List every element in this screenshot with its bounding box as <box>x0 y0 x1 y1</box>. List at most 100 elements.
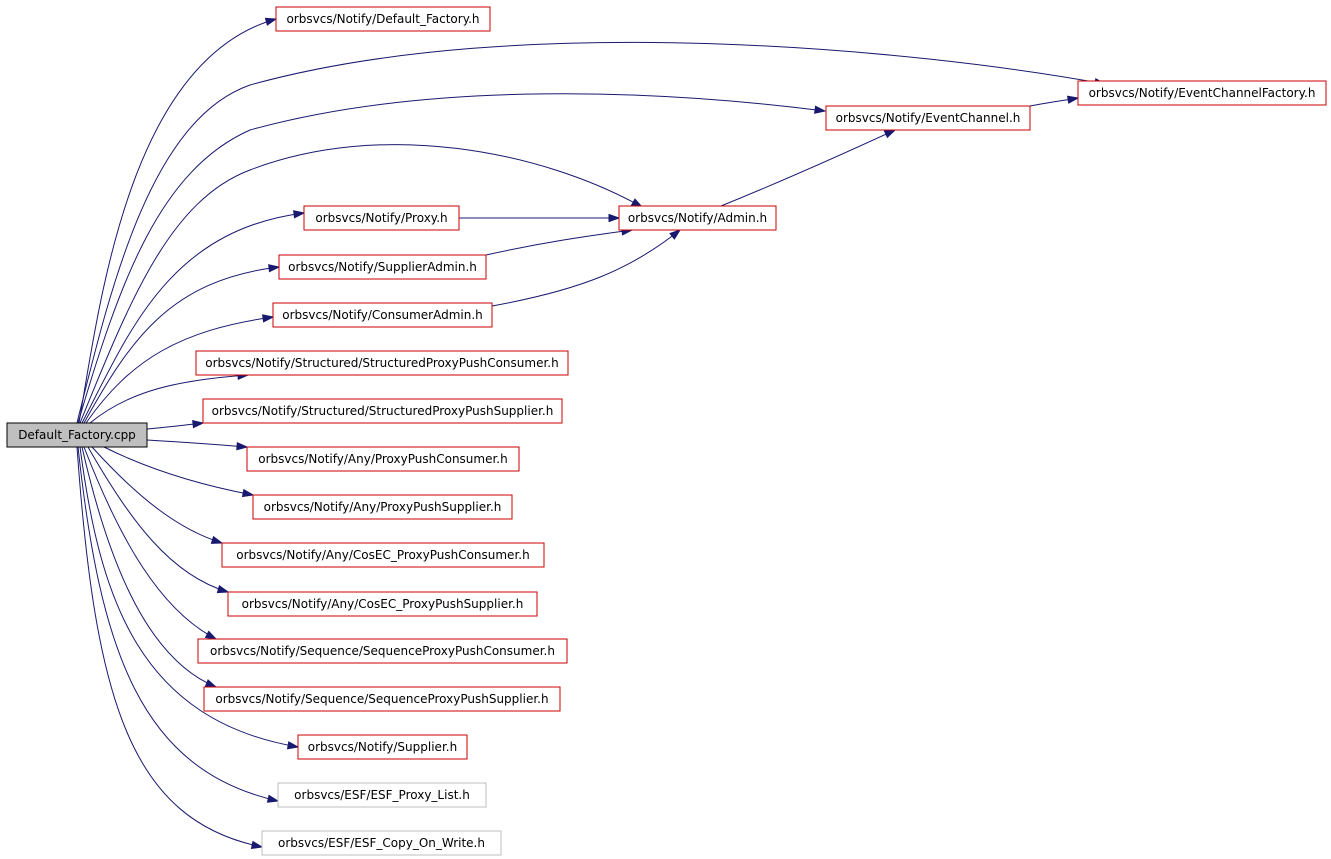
edge-root-to-sequence-consumer-h <box>83 446 218 640</box>
node-box <box>618 205 777 231</box>
edge-root-to-any-consumer-h <box>146 439 249 451</box>
node-label: orbsvcs/Notify/Admin.h <box>628 211 767 225</box>
node-sequence-consumer-h[interactable]: orbsvcs/Notify/Sequence/SequenceProxyPus… <box>197 638 568 664</box>
arrowhead-icon <box>608 213 621 223</box>
node-eventchannel-h[interactable]: orbsvcs/Notify/EventChannel.h <box>825 105 1031 131</box>
node-box <box>275 6 491 32</box>
node-box <box>202 398 563 424</box>
edge-line <box>79 144 643 424</box>
edge-line <box>491 229 681 307</box>
edge-root-to-supplieradmin-h <box>83 264 281 424</box>
edge-root-to-supplier-h <box>79 446 300 750</box>
arrowhead-icon <box>262 314 275 323</box>
node-any-consumer-h[interactable]: orbsvcs/Notify/Any/ProxyPushConsumer.h <box>246 446 520 472</box>
arrowhead-icon <box>669 229 682 240</box>
node-label: orbsvcs/Notify/Structured/StructuredProx… <box>212 404 554 418</box>
node-esf-proxy-list-h[interactable]: orbsvcs/ESF/ESF_Proxy_List.h <box>277 782 487 808</box>
node-box <box>227 591 538 617</box>
arrowhead-icon <box>883 129 897 139</box>
node-eventchannelfactory-h[interactable]: orbsvcs/Notify/EventChannelFactory.h <box>1077 80 1327 106</box>
edge-line <box>89 374 249 424</box>
edge-line <box>485 229 633 256</box>
node-label: orbsvcs/Notify/Default_Factory.h <box>286 12 479 26</box>
edge-root-to-cosec-supplier-h <box>87 446 230 594</box>
edge-eventchannel-h-to-eventchannelfactory-h <box>1029 95 1080 107</box>
node-box <box>278 254 487 280</box>
node-label: orbsvcs/ESF/ESF_Copy_On_Write.h <box>278 836 485 850</box>
arrowhead-icon <box>250 840 264 850</box>
arrowhead-icon <box>268 264 281 273</box>
edge-line <box>81 212 305 424</box>
edge-line <box>78 18 277 424</box>
node-box <box>197 638 568 664</box>
node-box <box>246 446 520 472</box>
edge-root-to-default-factory-h <box>78 17 278 424</box>
node-cosec-supplier-h[interactable]: orbsvcs/Notify/Any/CosEC_ProxyPushSuppli… <box>227 591 538 617</box>
node-structured-supplier-h[interactable]: orbsvcs/Notify/Structured/StructuredProx… <box>202 398 563 424</box>
arrowhead-icon <box>814 105 827 114</box>
node-esf-copy-on-write-h[interactable]: orbsvcs/ESF/ESF_Copy_On_Write.h <box>261 830 502 856</box>
node-label: orbsvcs/ESF/ESF_Proxy_List.h <box>294 788 470 802</box>
nodes-layer: Default_Factory.cpp orbsvcs/Notify/Defaul… <box>6 6 1327 856</box>
arrowhead-icon <box>192 419 205 429</box>
node-label: orbsvcs/Notify/Sequence/SequenceProxyPus… <box>215 692 548 706</box>
node-structured-consumer-h[interactable]: orbsvcs/Notify/Structured/StructuredProx… <box>195 350 569 376</box>
node-any-supplier-h[interactable]: orbsvcs/Notify/Any/ProxyPushSupplier.h <box>252 494 513 520</box>
edge-line <box>85 316 274 424</box>
edge-line <box>83 446 217 640</box>
edge-line <box>77 93 826 424</box>
node-proxy-h[interactable]: orbsvcs/Notify/Proxy.h <box>303 205 460 231</box>
edge-proxy-h-to-admin-h <box>459 213 621 223</box>
edge-line <box>77 446 279 802</box>
node-label: orbsvcs/Notify/EventChannel.h <box>836 111 1021 125</box>
node-admin-h[interactable]: orbsvcs/Notify/Admin.h <box>618 205 777 231</box>
edge-line <box>146 439 248 448</box>
arrowhead-icon <box>236 441 249 451</box>
edge-root-to-cosec-consumer-h <box>91 446 224 544</box>
node-label: orbsvcs/Notify/Supplier.h <box>308 740 457 754</box>
arrowhead-icon <box>264 17 278 26</box>
edge-line <box>720 129 896 207</box>
arrowhead-icon <box>286 741 300 750</box>
node-label: orbsvcs/Notify/Proxy.h <box>315 211 447 225</box>
edge-line <box>81 446 217 688</box>
edge-root-to-admin-h <box>79 144 644 424</box>
node-label: orbsvcs/Notify/Any/CosEC_ProxyPushSuppli… <box>242 597 524 611</box>
edge-supplieradmin-h-to-admin-h <box>485 227 634 256</box>
node-box <box>221 542 545 568</box>
edge-line <box>83 266 280 424</box>
node-default-factory-h[interactable]: orbsvcs/Notify/Default_Factory.h <box>275 6 491 32</box>
node-box <box>195 350 569 376</box>
node-consumeradmin-h[interactable]: orbsvcs/Notify/ConsumerAdmin.h <box>272 302 493 328</box>
arrowhead-icon <box>216 585 230 594</box>
node-box <box>272 302 493 328</box>
edge-line <box>103 446 254 496</box>
node-label: orbsvcs/Notify/EventChannelFactory.h <box>1089 86 1316 100</box>
edge-line <box>76 41 1106 424</box>
node-box <box>297 734 468 760</box>
node-label: orbsvcs/Notify/SupplierAdmin.h <box>288 260 477 274</box>
node-sequence-supplier-h[interactable]: orbsvcs/Notify/Sequence/SequenceProxyPus… <box>203 686 561 712</box>
edge-line <box>87 446 229 593</box>
node-label: orbsvcs/Notify/Any/CosEC_ProxyPushConsum… <box>236 548 529 562</box>
arrowhead-icon <box>210 535 224 544</box>
edge-root-to-esf-proxy-list-h <box>77 446 280 803</box>
edge-root-to-consumeradmin-h <box>85 314 275 424</box>
edge-line <box>79 446 299 748</box>
node-label: orbsvcs/Notify/Any/ProxyPushConsumer.h <box>258 452 507 466</box>
edge-root-to-proxy-h <box>81 210 306 424</box>
node-box <box>6 422 148 448</box>
node-box <box>303 205 460 231</box>
node-box <box>277 782 487 808</box>
node-label: orbsvcs/Notify/ConsumerAdmin.h <box>282 308 483 322</box>
node-label: orbsvcs/Notify/Any/ProxyPushSupplier.h <box>264 500 502 514</box>
arrowhead-icon <box>204 630 218 640</box>
edge-line <box>76 446 263 848</box>
node-box <box>1077 80 1327 106</box>
node-supplier-h[interactable]: orbsvcs/Notify/Supplier.h <box>297 734 468 760</box>
arrowhead-icon <box>1066 95 1080 104</box>
node-root: Default_Factory.cpp <box>6 422 148 448</box>
edge-line <box>91 446 223 544</box>
node-supplieradmin-h[interactable]: orbsvcs/Notify/SupplierAdmin.h <box>278 254 487 280</box>
node-cosec-consumer-h[interactable]: orbsvcs/Notify/Any/CosEC_ProxyPushConsum… <box>221 542 545 568</box>
